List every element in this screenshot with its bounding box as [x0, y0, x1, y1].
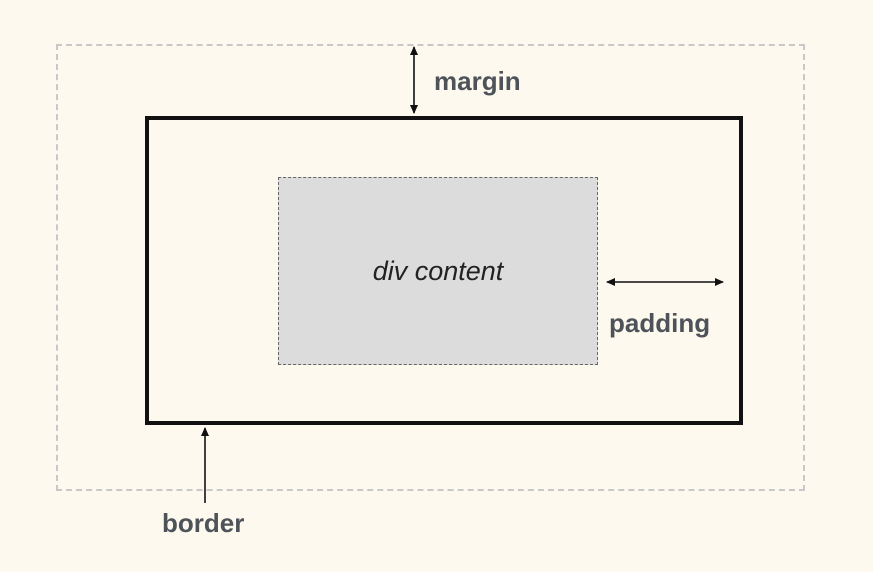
content-label: div content — [372, 255, 504, 286]
border-label: border — [162, 508, 245, 538]
content-area: div content — [278, 177, 598, 365]
margin-label: margin — [434, 66, 521, 96]
margin-area — [56, 44, 805, 491]
border-area — [145, 116, 743, 425]
padding-label: padding — [609, 308, 711, 338]
